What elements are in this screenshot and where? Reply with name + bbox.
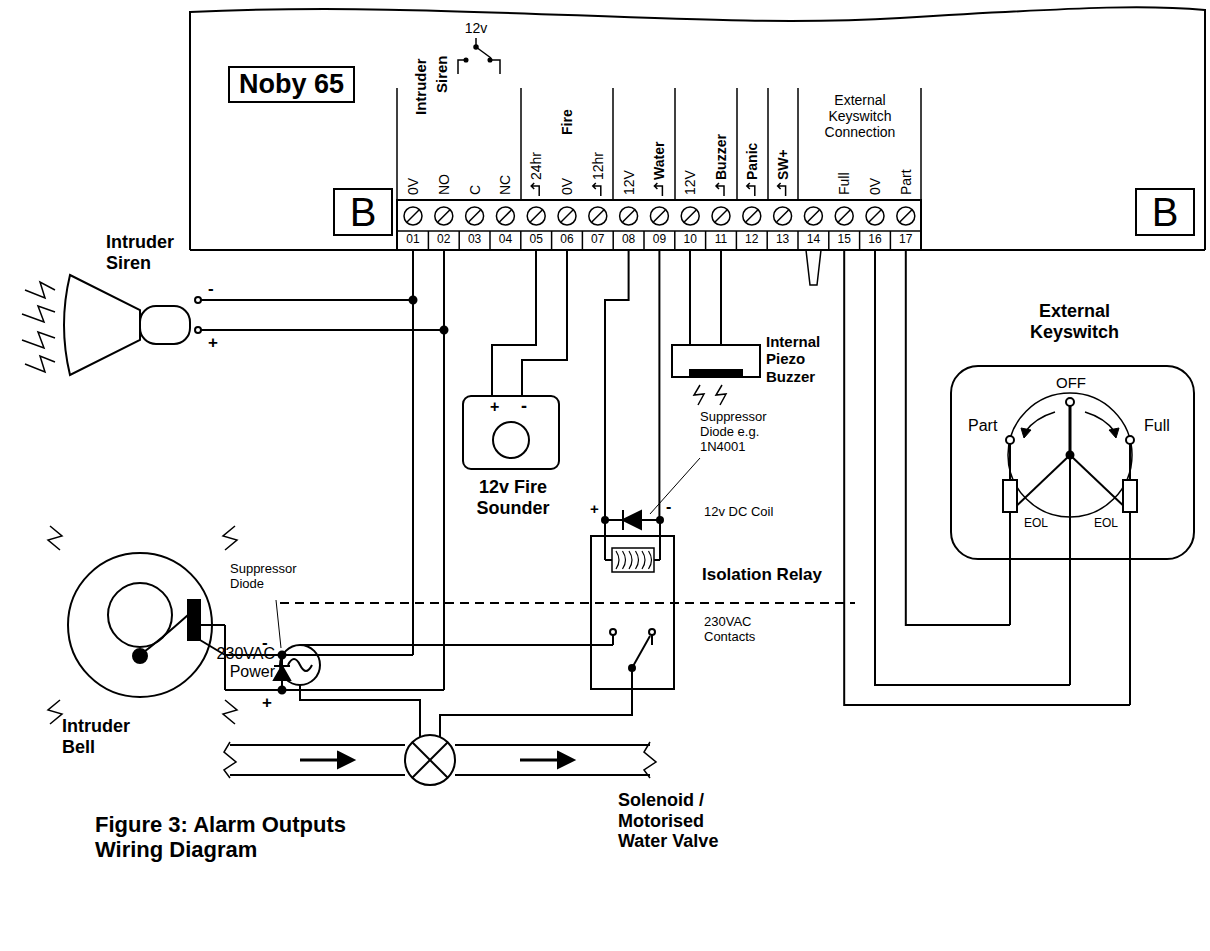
node-label: +	[490, 398, 499, 416]
terminal-number: 05	[530, 233, 543, 247]
terminal-number: 04	[499, 233, 512, 247]
mounting-marker: B	[1135, 188, 1195, 236]
part-label: -	[208, 279, 214, 299]
fire-sounder-box: +-12v Fire Sounder	[462, 395, 560, 470]
part-label: Suppressor Diode	[230, 562, 310, 592]
node-label: Noby 65	[239, 69, 344, 100]
piezo-buzzer	[672, 250, 760, 405]
terminal-number: 02	[437, 233, 450, 247]
terminal-label: NC	[497, 175, 513, 195]
mounting-marker: B	[333, 188, 393, 236]
part-label: 230VAC Power	[190, 645, 275, 682]
relay-changeover-symbol	[458, 38, 500, 74]
terminal-label: Full	[836, 172, 852, 195]
node-label: 230VAC Contacts	[704, 615, 779, 645]
terminal-number: 01	[406, 233, 419, 247]
terminal-number: 10	[684, 233, 697, 247]
node-label: EOL	[1024, 517, 1048, 531]
part-label: Suppressor Diode e.g. 1N4001	[700, 410, 800, 455]
terminal-number: 13	[776, 233, 789, 247]
fire-sounder-wires	[492, 250, 567, 458]
node-label: B	[1137, 190, 1193, 234]
part-label: 12v	[465, 20, 488, 36]
terminal-number: 11	[715, 233, 727, 247]
terminal-label: C	[467, 185, 483, 195]
part-label: +	[590, 500, 599, 517]
node-label: Full	[1144, 417, 1170, 435]
terminal-label: 0V	[867, 178, 883, 195]
terminal-label: NO	[436, 174, 452, 195]
terminal-label: Part	[898, 169, 914, 195]
node-label: 12v Fire Sounder	[458, 477, 568, 518]
figure-caption: Figure 3: Alarm Outputs Wiring Diagram	[95, 812, 395, 863]
node-label: Part	[968, 417, 997, 435]
terminal-number: 12	[745, 233, 758, 247]
part-label: -	[666, 498, 671, 516]
part-label: +	[262, 693, 272, 713]
terminal-label: Panic	[744, 143, 760, 180]
node-label: External Keyswitch	[992, 301, 1157, 342]
terminal-number: 16	[868, 233, 881, 247]
part-label: Intruder Bell	[62, 716, 152, 757]
part-label: External Keyswitch Connection	[812, 92, 908, 140]
part-label: Internal Piezo Buzzer	[766, 333, 838, 385]
part-label: Intruder Siren	[106, 232, 191, 273]
terminal-screws	[404, 207, 915, 250]
terminal-label: Siren	[433, 55, 450, 93]
terminal-number: 14	[807, 233, 820, 247]
node-label: Isolation Relay	[702, 565, 822, 585]
node-label: OFF	[1056, 374, 1086, 391]
terminal-label: Fire	[559, 109, 575, 135]
group-separators	[397, 88, 921, 200]
terminal-label: 12hr	[590, 152, 606, 180]
model-nameplate: Noby 65	[228, 66, 355, 103]
terminal-label: SW+	[775, 149, 791, 180]
terminal-label: Water	[651, 142, 667, 180]
terminal-number: 03	[468, 233, 481, 247]
node-label: EOL	[1094, 517, 1118, 531]
terminal-label: 12V	[621, 170, 637, 195]
terminal-label: Buzzer	[713, 134, 729, 180]
terminal-number: 15	[838, 233, 851, 247]
node-label: -	[521, 396, 527, 417]
isolation-relay-box: 12v DC CoilIsolation Relay230VAC Contact…	[590, 535, 675, 690]
terminal-number: 09	[653, 233, 666, 247]
terminal-label: 24hr	[528, 152, 544, 180]
terminal-number: 17	[899, 233, 912, 247]
water-valve	[224, 735, 656, 785]
terminal-strip	[397, 200, 921, 250]
bell-symbol	[48, 526, 237, 724]
terminal-label: Intruder	[412, 58, 429, 115]
siren-wires	[201, 250, 448, 690]
keyswitch-mechanism	[1003, 393, 1137, 705]
ac-source	[280, 645, 420, 737]
terminal-label: 0V	[405, 178, 421, 195]
terminal-number: 07	[591, 233, 604, 247]
relay-wiring	[280, 250, 855, 737]
node-label: B	[335, 190, 391, 234]
panel-outline	[190, 7, 1205, 250]
terminal-label: 12V	[682, 170, 698, 195]
terminal-label: 0V	[559, 178, 575, 195]
part-label: Solenoid / Motorised Water Valve	[618, 790, 736, 852]
part-label: +	[208, 333, 218, 353]
keyswitch-housing: External KeyswitchOFFPartFullEOLEOL	[950, 365, 1195, 560]
cable-entry	[806, 250, 821, 285]
siren-symbol	[22, 275, 201, 375]
node-label: 12v DC Coil	[704, 505, 774, 520]
terminal-number: 06	[560, 233, 573, 247]
terminal-number: 08	[622, 233, 635, 247]
terminal-row-line	[397, 230, 921, 232]
